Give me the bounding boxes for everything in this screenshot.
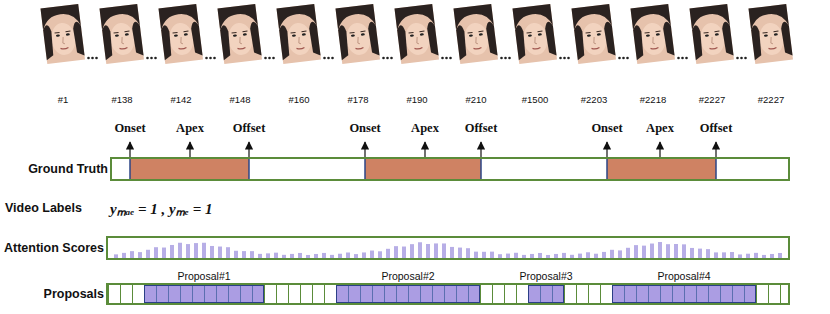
proposal-segment: Proposal#3 xyxy=(528,285,564,303)
proposals-band: ProposalsProposal#1Proposal#2Proposal#3P… xyxy=(106,283,790,305)
marker-arrows xyxy=(130,142,716,157)
video-label-formula: yₘₐₑ = 1 , yₘₑ = 1 xyxy=(110,198,212,218)
face-frame xyxy=(571,4,616,64)
event-marker: Offset xyxy=(700,121,733,136)
event-marker: Apex xyxy=(411,121,439,136)
face-frame xyxy=(276,4,321,64)
face-frame xyxy=(689,4,734,64)
frame-number: #2203 xyxy=(581,94,607,105)
frame-number: #178 xyxy=(347,94,368,105)
proposal-label: Proposal#3 xyxy=(519,270,572,282)
row-label: Video Labels xyxy=(5,201,82,215)
face-frame xyxy=(630,4,675,64)
frame-number: #142 xyxy=(170,94,191,105)
row-label: Proposals xyxy=(44,287,104,301)
face-frame xyxy=(335,4,380,64)
frame-number: #210 xyxy=(465,94,486,105)
frame-number: #148 xyxy=(229,94,250,105)
face-frame xyxy=(217,4,262,64)
frame-number: #2227 xyxy=(699,94,725,105)
event-marker: Offset xyxy=(465,121,498,136)
proposal-label: Proposal#1 xyxy=(177,270,230,282)
proposal-segment: Proposal#1 xyxy=(144,285,264,303)
face-frame xyxy=(394,4,439,64)
event-marker: Onset xyxy=(591,121,622,136)
event-marker: Offset xyxy=(233,121,266,136)
frame-number: #2218 xyxy=(640,94,666,105)
frame-number: #190 xyxy=(406,94,427,105)
event-marker: Onset xyxy=(114,121,145,136)
event-marker: Apex xyxy=(646,121,674,136)
face-frame xyxy=(512,4,557,64)
face-frame xyxy=(158,4,203,64)
ground-truth-intervals xyxy=(130,158,716,180)
frame-number: #1500 xyxy=(522,94,548,105)
face-frames xyxy=(40,4,793,64)
row-label: Attention Scores xyxy=(4,241,104,255)
frame-number: #1 xyxy=(58,94,69,105)
face-frame xyxy=(748,4,793,64)
row-label: Ground Truth xyxy=(28,162,108,176)
proposal-segment: Proposal#2 xyxy=(336,285,480,303)
frame-number: #138 xyxy=(111,94,132,105)
face-frame xyxy=(40,4,85,64)
frame-number: #160 xyxy=(288,94,309,105)
proposal-label: Proposal#2 xyxy=(381,270,434,282)
proposal-label: Proposal#4 xyxy=(657,270,710,282)
event-marker: Apex xyxy=(176,121,204,136)
ground-truth-band: Ground Truth xyxy=(110,157,790,181)
face-frame xyxy=(99,4,144,64)
attention-band: Attention Scores xyxy=(106,236,790,260)
proposal-segment: Proposal#4 xyxy=(612,285,756,303)
face-frame xyxy=(453,4,498,64)
frame-number: #2227 xyxy=(758,94,784,105)
attention-bars xyxy=(114,242,782,258)
event-marker: Onset xyxy=(349,121,380,136)
ellipsis-dots xyxy=(87,57,747,60)
